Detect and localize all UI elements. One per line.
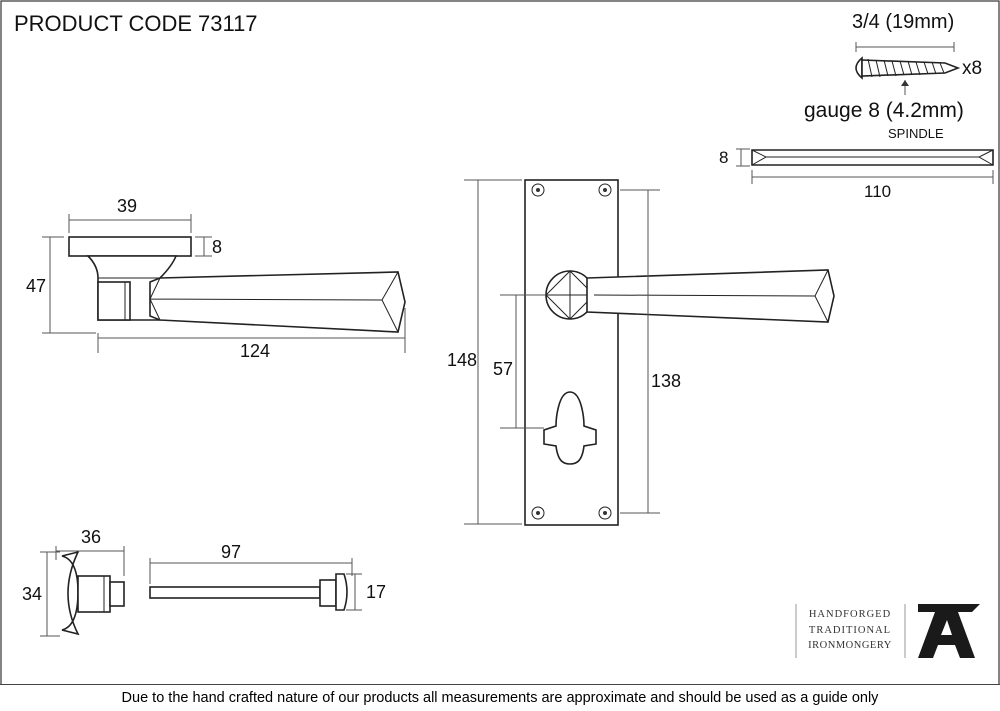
spindle-thickness: 8: [719, 148, 728, 167]
screw-length: 3/4 (19mm): [852, 11, 954, 33]
disclaimer-footer: Due to the hand crafted nature of our pr…: [0, 684, 1000, 711]
turn-width: 36: [81, 527, 101, 547]
logo-line-1: HANDFORGED: [809, 609, 891, 620]
backplate-fixing-centres: 138: [651, 371, 681, 391]
drawing-frame: [0, 0, 1000, 684]
logo-line-3: IRONMONGERY: [808, 640, 892, 651]
release-length: 97: [221, 542, 241, 562]
release-side-view: [149, 558, 362, 611]
product-code-label: PRODUCT CODE: [14, 11, 192, 36]
product-code-value: 73117: [198, 11, 258, 36]
spindle-label: SPINDLE: [888, 126, 944, 141]
technical-drawing: PRODUCT CODE 73117 3/4 (19mm) x8 gauge 8…: [0, 0, 1000, 684]
screw-head: [855, 56, 863, 80]
lever-length: 124: [240, 341, 270, 361]
spindle-length: 110: [864, 182, 891, 201]
backplate-centres: 57: [493, 359, 513, 379]
backplate-front-view: [464, 179, 835, 526]
logo-line-2: TRADITIONAL: [809, 625, 891, 636]
lever-height: 47: [26, 276, 46, 296]
turn-side-view: [40, 546, 125, 637]
screw-gauge: gauge 8 (4.2mm): [804, 99, 964, 122]
brand-logo: HANDFORGED TRADITIONAL IRONMONGERY: [795, 604, 980, 658]
anvil-a-logo-icon: [918, 604, 980, 658]
spindle-diagram: [736, 148, 994, 184]
lever-rose-width: 39: [117, 196, 137, 216]
turn-height: 34: [22, 584, 42, 604]
screw-diagram: [855, 42, 961, 95]
backplate-height: 148: [447, 350, 477, 370]
lever-rose-depth: 8: [212, 237, 222, 257]
lever-side-view: [42, 214, 406, 353]
release-diameter: 17: [366, 582, 386, 602]
screw-quantity: x8: [962, 58, 982, 79]
